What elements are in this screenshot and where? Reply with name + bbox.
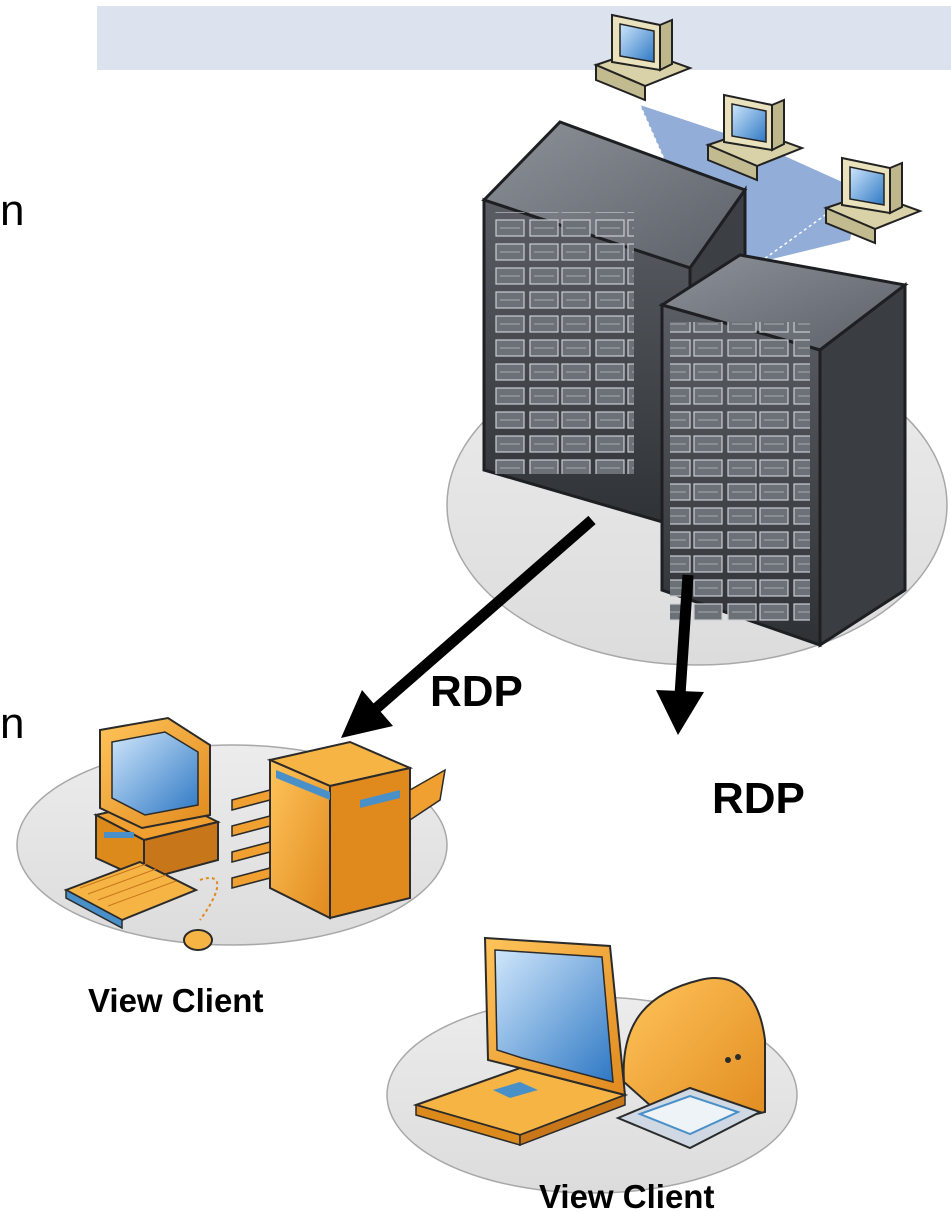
inkjet-printer-icon — [615, 977, 766, 1150]
view-client-label: View Client — [88, 982, 263, 1019]
keyboard-icon — [63, 860, 199, 930]
header-band — [97, 6, 951, 70]
rdp-arrow-to-desktop — [341, 515, 596, 738]
view-client-label: View Client — [539, 1178, 714, 1213]
virtual-desktop-icon — [823, 156, 923, 245]
rdp-arrow-to-laptop — [656, 574, 704, 735]
virtual-desktop-icon — [705, 93, 805, 182]
server-rack-back — [481, 120, 748, 534]
desktop-computer-icon — [93, 716, 221, 882]
rdp-label: RDP — [430, 667, 523, 716]
printer-copier-icon — [231, 740, 446, 920]
laptop-icon — [412, 936, 629, 1147]
server-rack-front — [658, 253, 909, 648]
left-edge-fragment: n — [0, 699, 24, 748]
rdp-label: RDP — [712, 774, 805, 823]
mouse-icon — [183, 877, 219, 951]
virtual-desktop-icon — [593, 13, 693, 102]
left-edge-fragment: n — [0, 186, 24, 235]
